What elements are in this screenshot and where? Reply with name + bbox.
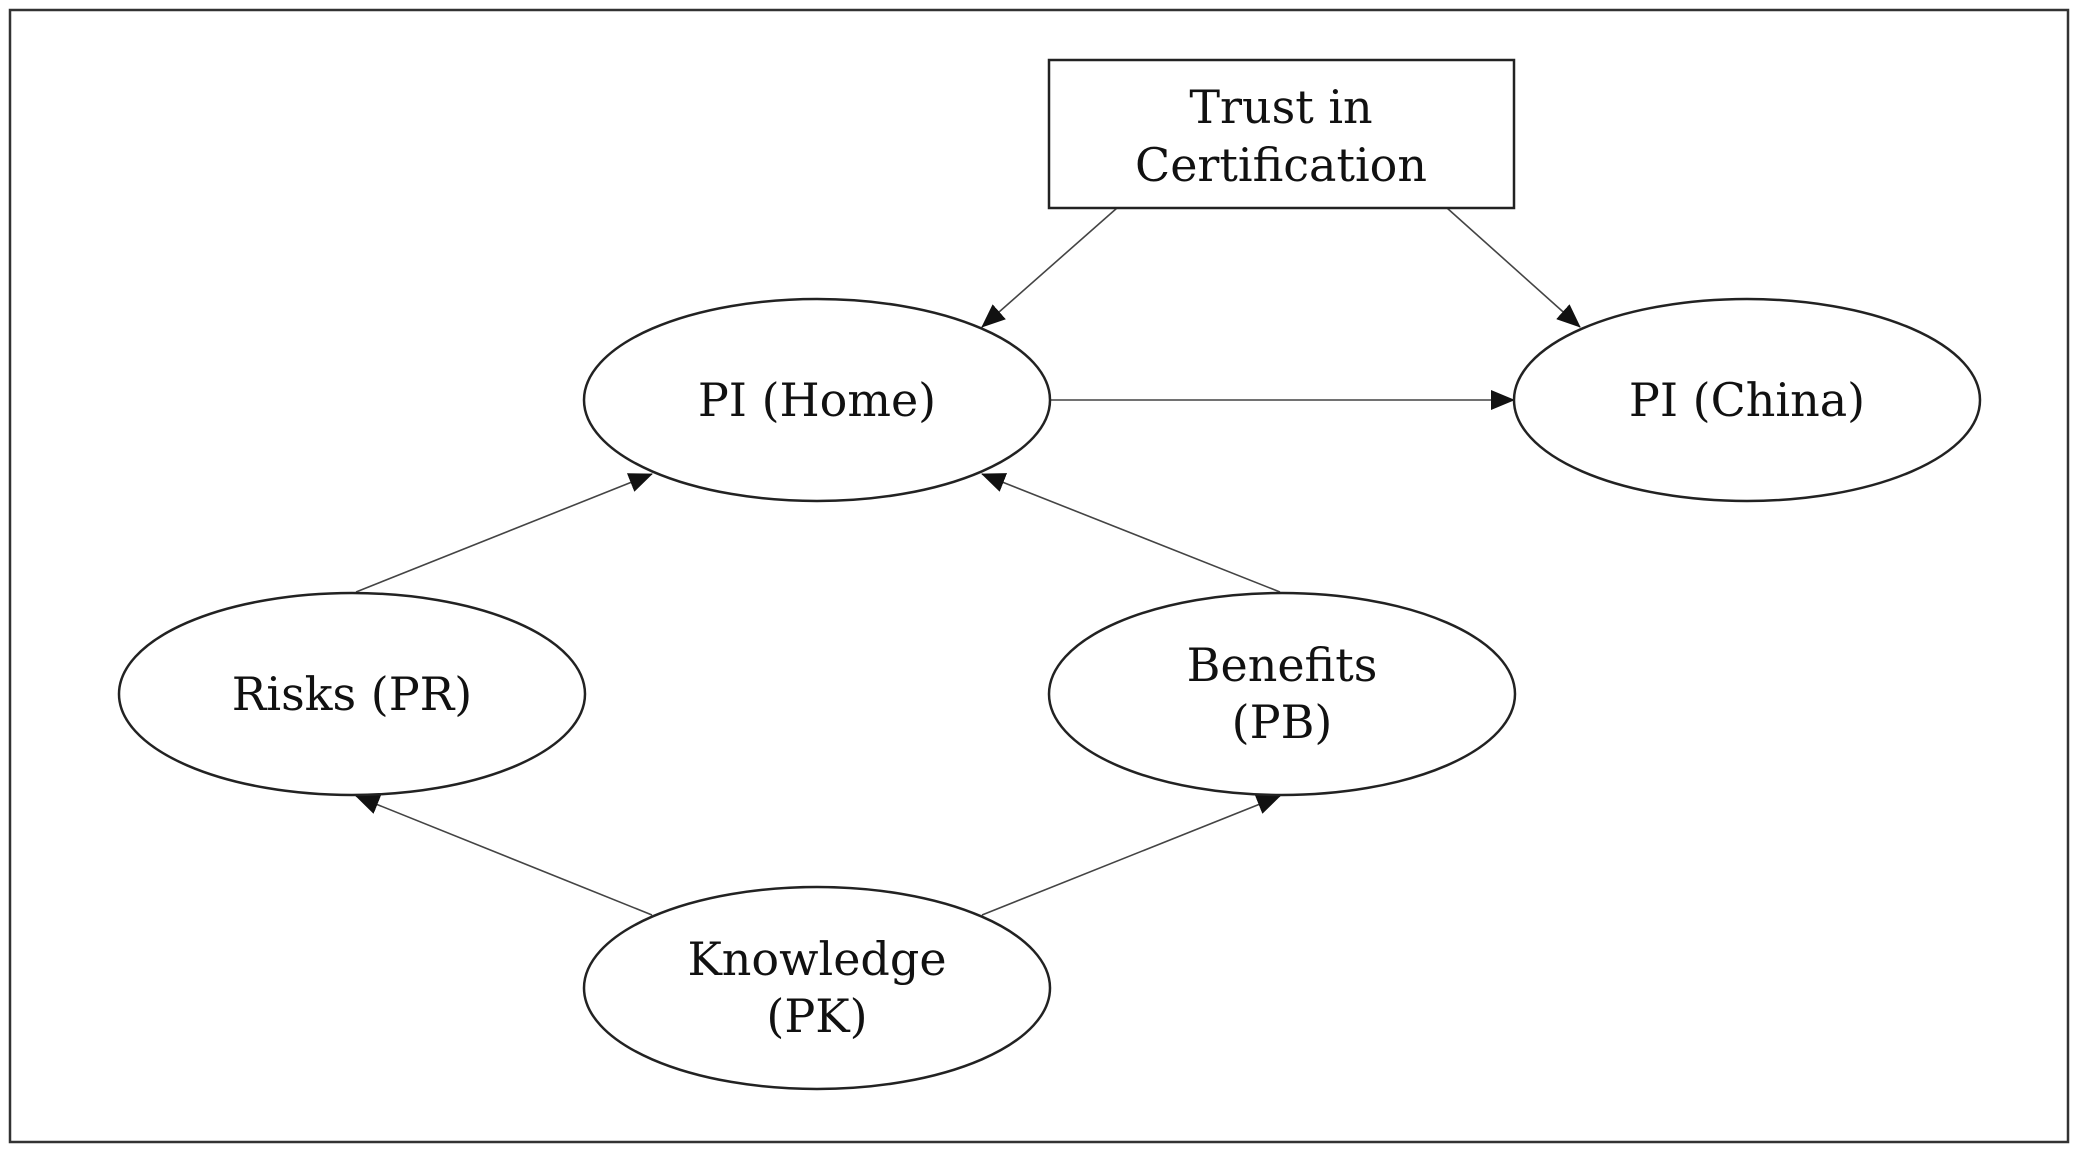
diagram-frame <box>8 8 2070 1144</box>
node-benefits-ellipse <box>1047 591 1517 797</box>
node-pi-home-ellipse <box>582 297 1052 503</box>
edge-trust-to-pi-china <box>1446 207 1581 328</box>
node-knowledge-label-line-2: (PK) <box>766 989 867 1043</box>
node-risks-label: Risks (PR) <box>232 667 473 721</box>
edge-benefits-to-pi-home <box>981 473 1281 593</box>
node-knowledge: Knowledge (PK) <box>582 885 1052 1091</box>
node-risks: Risks (PR) <box>117 591 587 797</box>
node-knowledge-label-line-1: Knowledge <box>687 932 946 986</box>
node-pi-china: PI (China) <box>1512 297 1982 503</box>
edge-knowledge-to-benefits <box>981 795 1281 916</box>
node-pi-home: PI (Home) <box>582 297 1052 503</box>
node-knowledge-ellipse <box>582 885 1052 1091</box>
edges <box>355 207 1581 916</box>
node-trust-box <box>1047 58 1516 210</box>
node-pi-home-label: PI (Home) <box>698 373 936 427</box>
node-pi-china-ellipse <box>1512 297 1982 503</box>
node-trust-label-line-1: Trust in <box>1189 80 1372 134</box>
node-risks-ellipse <box>117 591 587 797</box>
node-trust-in-certification: Trust in Certification <box>1047 58 1516 210</box>
node-benefits-label-line-2: (PB) <box>1232 695 1333 749</box>
node-benefits: Benefits (PB) <box>1047 591 1517 797</box>
edge-risks-to-pi-home <box>355 473 653 593</box>
edge-knowledge-to-risks <box>355 795 653 916</box>
node-pi-china-label: PI (China) <box>1629 373 1865 427</box>
node-trust-label-line-2: Certification <box>1135 138 1427 192</box>
node-benefits-label-line-1: Benefits <box>1187 638 1378 692</box>
edge-trust-to-pi-home <box>981 207 1118 328</box>
